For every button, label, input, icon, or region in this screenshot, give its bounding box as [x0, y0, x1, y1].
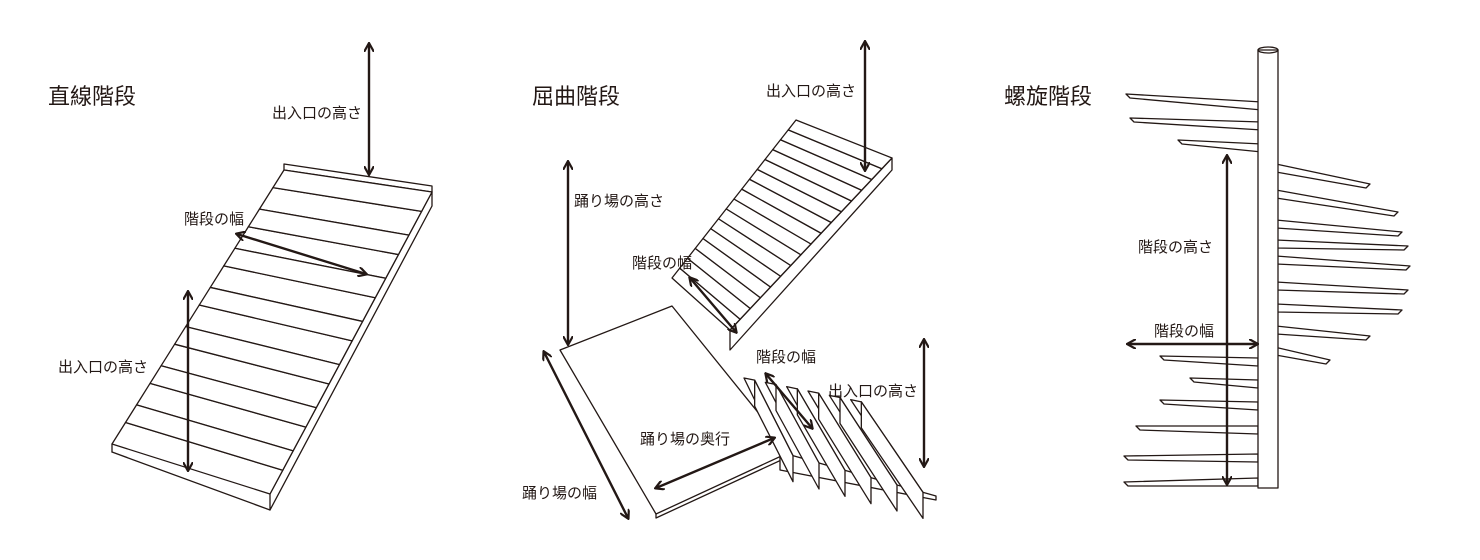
upper-flight	[671, 119, 893, 351]
landing-depth-arrow	[656, 438, 774, 488]
straight-base-edge	[111, 451, 271, 511]
lower-width-arrow	[766, 374, 812, 428]
spiral-tread	[1269, 345, 1331, 365]
lower-riser	[818, 392, 872, 505]
landing-height-label: 踊り場の高さ	[574, 192, 664, 210]
spiral-tread	[1275, 189, 1399, 217]
stair-width-label: 階段の幅	[184, 210, 244, 228]
spiral-pole-top	[1257, 46, 1279, 54]
spiral-stairs-diagram: 螺旋階段 階段の高さ 階段の幅	[1004, 46, 1411, 489]
straight-riser	[272, 169, 433, 213]
spiral-tread	[1275, 219, 1403, 237]
straight-stairs-title: 直線階段	[48, 85, 136, 110]
straight-stairs-drawing	[111, 163, 433, 511]
spiral-pole	[1257, 49, 1279, 489]
top-height-label: 出入口の高さ	[272, 104, 362, 122]
spiral-tread	[1275, 303, 1403, 315]
stair-width-arrow	[237, 234, 366, 274]
straight-stairs-diagram: 直線階段 出入口の高さ 階段の幅 出入口の高さ	[48, 44, 433, 511]
landing-top-height-label: 出入口の高さ	[766, 82, 856, 100]
spiral-tread	[1275, 239, 1409, 251]
landing-stairs-diagram: 屈曲階段 出入口の高さ 踊り場の高さ 階段の幅 階段の幅 出入口の高さ 踊り場の…	[522, 42, 937, 519]
straight-riser	[198, 286, 364, 342]
bottom-height-label: 出入口の高さ	[58, 358, 148, 376]
spiral-tread	[1123, 477, 1259, 487]
spiral-width-label: 階段の幅	[1154, 322, 1214, 340]
spiral-tread	[1159, 399, 1259, 411]
landing-platform	[559, 305, 791, 515]
spiral-tread	[1135, 425, 1259, 435]
landing-width-arrow	[544, 352, 628, 518]
spiral-height-label: 階段の高さ	[1138, 238, 1213, 256]
landing-width-label: 踊り場の幅	[522, 484, 597, 502]
lower-height-label: 出入口の高さ	[828, 382, 918, 400]
spiral-stairs-title: 螺旋階段	[1004, 85, 1092, 110]
lower-width-label: 階段の幅	[756, 348, 816, 366]
lower-riser	[860, 401, 924, 519]
landing-stairs-title: 屈曲階段	[532, 85, 620, 110]
straight-riser	[124, 404, 294, 471]
spiral-tread	[1275, 325, 1371, 341]
spiral-tread	[1177, 139, 1263, 153]
straight-riser	[174, 325, 341, 385]
upper-width-label: 階段の幅	[632, 254, 692, 272]
spiral-tread	[1129, 117, 1263, 131]
spiral-tread	[1159, 355, 1259, 367]
lower-riser	[839, 396, 898, 512]
landing-depth-label: 踊り場の奥行	[640, 430, 730, 448]
spiral-tread	[1275, 281, 1409, 295]
spiral-tread	[1123, 453, 1259, 463]
lower-flight	[743, 377, 937, 519]
spiral-tread	[1189, 377, 1259, 389]
spiral-tread	[1125, 93, 1263, 111]
spiral-tread	[1275, 255, 1411, 271]
spiral-tread	[1275, 163, 1371, 189]
upper-width-arrow	[690, 278, 736, 332]
